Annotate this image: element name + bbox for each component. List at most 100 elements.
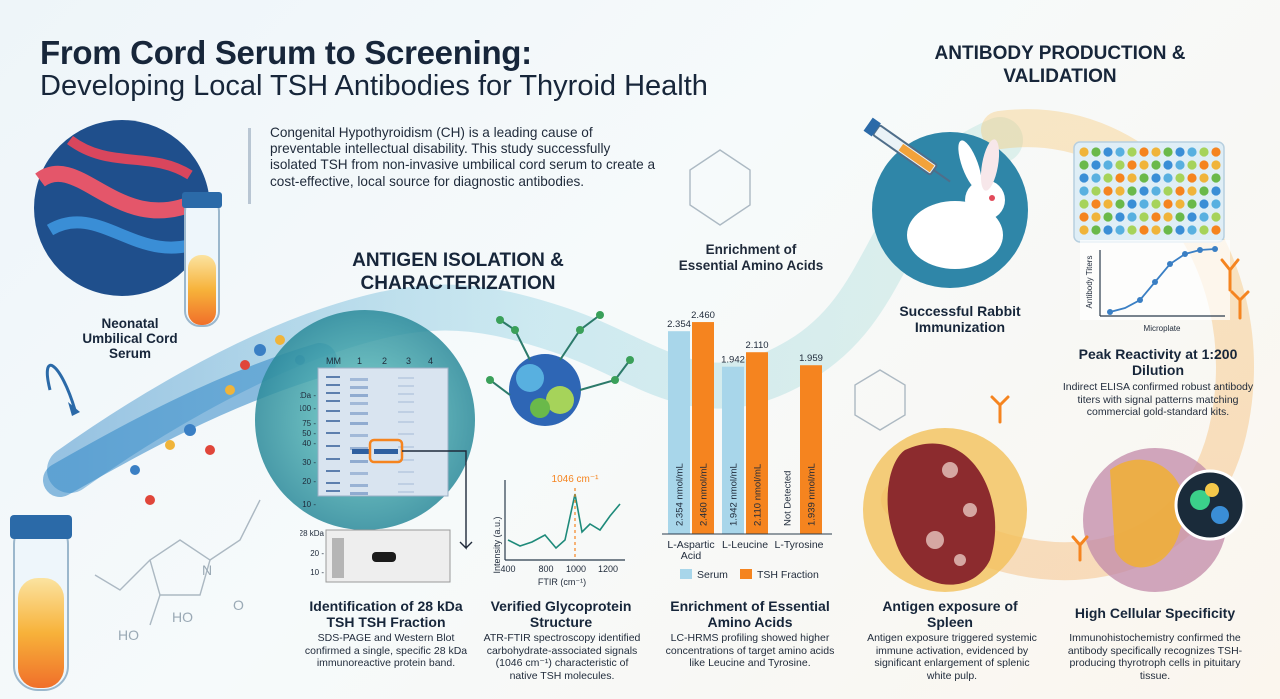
neonatal-cord-label: Neonatal Umbilical Cord Serum bbox=[82, 316, 178, 361]
gel-band bbox=[398, 433, 414, 435]
amino-bar-inner-label: 2.110 nmol/mL bbox=[753, 464, 764, 526]
gel-band bbox=[350, 460, 368, 463]
gel-band bbox=[350, 447, 368, 450]
plate-well bbox=[1127, 225, 1137, 235]
plate-well bbox=[1127, 186, 1137, 196]
gel-band bbox=[326, 432, 340, 434]
amino-chart-title: Enrichment of Essential Amino Acids bbox=[678, 242, 824, 273]
gel-band bbox=[326, 458, 340, 460]
plate-well bbox=[1199, 173, 1209, 183]
ftir-x-label: FTIR (cm⁻¹) bbox=[538, 577, 586, 587]
amino-bar bbox=[800, 365, 822, 534]
plate-well bbox=[1091, 212, 1101, 222]
plate-well bbox=[1091, 199, 1101, 209]
plate-well bbox=[1163, 199, 1173, 209]
gel-band bbox=[326, 376, 340, 378]
plate-well bbox=[1211, 186, 1221, 196]
amino-bar-inner-label: 2.354 nmol/mL bbox=[675, 463, 686, 526]
intro-paragraph: Congenital Hypothyroidism (CH) is a lead… bbox=[270, 125, 656, 189]
gel-band bbox=[398, 421, 414, 423]
gel-band bbox=[350, 422, 368, 425]
svg-text:HO: HO bbox=[118, 627, 139, 643]
plate-well bbox=[1103, 212, 1113, 222]
gel-marker: 40 - bbox=[302, 439, 316, 448]
gel-marker: 75 - bbox=[302, 419, 316, 428]
plate-well bbox=[1175, 186, 1185, 196]
amino-category-label: L-Leucine bbox=[722, 539, 768, 551]
plate-well bbox=[1115, 147, 1125, 157]
plate-well bbox=[1151, 160, 1161, 170]
plate-well bbox=[1103, 199, 1113, 209]
gel-band bbox=[350, 484, 368, 487]
gel-band bbox=[350, 492, 368, 495]
plate-well bbox=[1127, 212, 1137, 222]
svg-text:HO: HO bbox=[172, 609, 193, 625]
plate-well bbox=[1103, 147, 1113, 157]
plate-well bbox=[1115, 212, 1125, 222]
peak-reactivity-text: Indirect ELISA confirmed robust antibody… bbox=[1062, 381, 1254, 418]
identification-text: SDS-PAGE and Western Blot confirmed a si… bbox=[304, 632, 468, 669]
gel-band bbox=[352, 449, 370, 454]
plate-well bbox=[1115, 160, 1125, 170]
plate-well bbox=[1163, 212, 1173, 222]
plate-well bbox=[1079, 186, 1089, 196]
svg-text:N: N bbox=[202, 562, 212, 578]
blot-marker: 10 - bbox=[310, 568, 324, 577]
plate-well bbox=[1187, 160, 1197, 170]
enrichment-text: LC-HRMS profiling showed higher concentr… bbox=[665, 632, 835, 669]
gel-band bbox=[326, 490, 340, 492]
svg-text:O: O bbox=[233, 597, 244, 613]
amino-bar-inner-label: 1.939 nmol/mL bbox=[807, 463, 818, 526]
gel-band bbox=[326, 482, 340, 484]
amino-bar bbox=[692, 322, 714, 534]
ftir-y-label: Intensity (a.u.) bbox=[492, 516, 502, 573]
ftir-tick: 400 bbox=[500, 564, 515, 574]
amino-bar-value: 1.959 bbox=[799, 353, 823, 364]
plate-well bbox=[1163, 173, 1173, 183]
plate-well bbox=[1151, 173, 1161, 183]
cellular-specificity-title: High Cellular Specificity bbox=[1074, 605, 1236, 621]
ftir-tick: 1200 bbox=[598, 564, 618, 574]
plate-well bbox=[1103, 173, 1113, 183]
plate-well bbox=[1115, 186, 1125, 196]
gel-lane-label: 4 bbox=[428, 356, 433, 366]
plate-well bbox=[1199, 160, 1209, 170]
plate-well bbox=[1127, 147, 1137, 157]
plate-well bbox=[1139, 186, 1149, 196]
plate-well bbox=[1163, 147, 1173, 157]
gel-marker: 50 - bbox=[302, 429, 316, 438]
amino-bar bbox=[746, 352, 768, 534]
plate-well bbox=[1187, 173, 1197, 183]
plate-well bbox=[1199, 225, 1209, 235]
plate-well bbox=[1139, 173, 1149, 183]
spleen-text: Antigen exposure triggered systemic immu… bbox=[867, 632, 1037, 682]
identification-title: Identification of 28 kDa TSH TSH Fractio… bbox=[309, 598, 463, 630]
plate-well bbox=[1139, 199, 1149, 209]
plate-well bbox=[1199, 199, 1209, 209]
gel-marker: 30 - bbox=[302, 458, 316, 467]
intro-divider bbox=[248, 128, 251, 204]
plate-well bbox=[1187, 199, 1197, 209]
plate-well bbox=[1079, 160, 1089, 170]
glycoprotein-text: ATR-FTIR spectroscopy identified carbohy… bbox=[483, 632, 641, 682]
legend-label: TSH Fraction bbox=[757, 569, 819, 581]
legend-swatch bbox=[680, 569, 692, 579]
gel-band bbox=[326, 400, 340, 402]
plate-well bbox=[1139, 147, 1149, 157]
gel-lane-label: 3 bbox=[406, 356, 411, 366]
blot-marker: 20 - bbox=[310, 549, 324, 558]
gel-lane-label: 1 bbox=[357, 356, 362, 366]
elisa-labels: Antibody Titers Microplate bbox=[1085, 256, 1181, 333]
gel-band bbox=[326, 445, 340, 447]
amino-bar-value: 1.942 bbox=[721, 355, 745, 366]
amino-bar-value: 2.354 bbox=[667, 319, 691, 330]
amino-bar bbox=[722, 366, 744, 534]
plate-well bbox=[1115, 225, 1125, 235]
gel-band bbox=[350, 394, 368, 397]
legend-label: Serum bbox=[697, 569, 728, 581]
gel-band bbox=[326, 384, 340, 386]
peak-reactivity-title: Peak Reactivity at 1:200 Dilution bbox=[1078, 346, 1238, 378]
plate-well bbox=[1175, 173, 1185, 183]
gel-band bbox=[350, 378, 368, 381]
